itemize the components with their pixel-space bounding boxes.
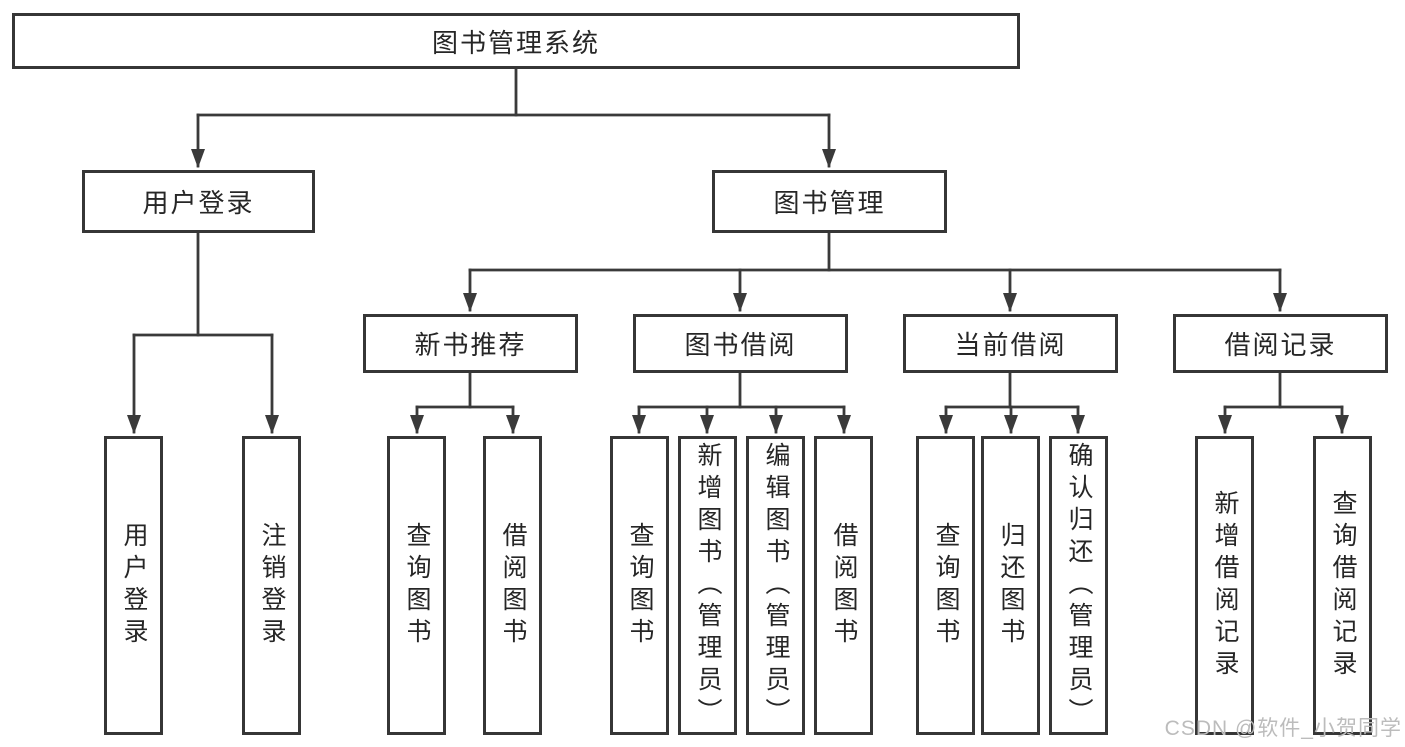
leaf-confirm-return-admin: 确认归还（管理员）	[1049, 436, 1108, 735]
leaf-label: 编辑图书（管理员）	[762, 441, 790, 730]
leaf-edit-books-admin: 编辑图书（管理员）	[746, 436, 805, 735]
leaf-label: 归还图书	[997, 521, 1025, 650]
leaf-user-login: 用户登录	[104, 436, 163, 735]
leaf-label: 查询借阅记录	[1329, 489, 1357, 682]
leaf-borrow-books: 借阅图书	[814, 436, 873, 735]
leaf-label: 查询图书	[932, 521, 960, 650]
leaf-add-books-admin: 新增图书（管理员）	[678, 436, 737, 735]
leaf-return-books: 归还图书	[981, 436, 1040, 735]
leaf-query-books-current: 查询图书	[916, 436, 975, 735]
node-book-management: 图书管理	[712, 170, 947, 233]
leaf-query-books-recommend: 查询图书	[387, 436, 446, 735]
leaf-label: 借阅图书	[830, 521, 858, 650]
leaf-label: 新增借阅记录	[1211, 489, 1239, 682]
node-user-login: 用户登录	[82, 170, 315, 233]
leaf-add-borrow-record: 新增借阅记录	[1195, 436, 1254, 735]
leaf-label: 用户登录	[120, 521, 148, 650]
leaf-query-books-borrow: 查询图书	[610, 436, 669, 735]
leaf-label: 借阅图书	[499, 521, 527, 650]
node-book-borrow: 图书借阅	[633, 314, 848, 373]
leaf-label: 查询图书	[403, 521, 431, 650]
csdn-watermark: CSDN @软件_小贺同学	[1164, 717, 1402, 740]
leaf-label: 确认归还（管理员）	[1065, 441, 1093, 730]
leaf-label: 注销登录	[258, 521, 286, 650]
leaf-logout: 注销登录	[242, 436, 301, 735]
leaf-borrow-books-recommend: 借阅图书	[483, 436, 542, 735]
node-current-borrow: 当前借阅	[903, 314, 1118, 373]
node-library-management-system: 图书管理系统	[12, 13, 1020, 69]
leaf-label: 新增图书（管理员）	[694, 441, 722, 730]
leaf-label: 查询图书	[626, 521, 654, 650]
node-borrow-records: 借阅记录	[1173, 314, 1388, 373]
node-new-book-recommend: 新书推荐	[363, 314, 578, 373]
leaf-query-borrow-record: 查询借阅记录	[1313, 436, 1372, 735]
